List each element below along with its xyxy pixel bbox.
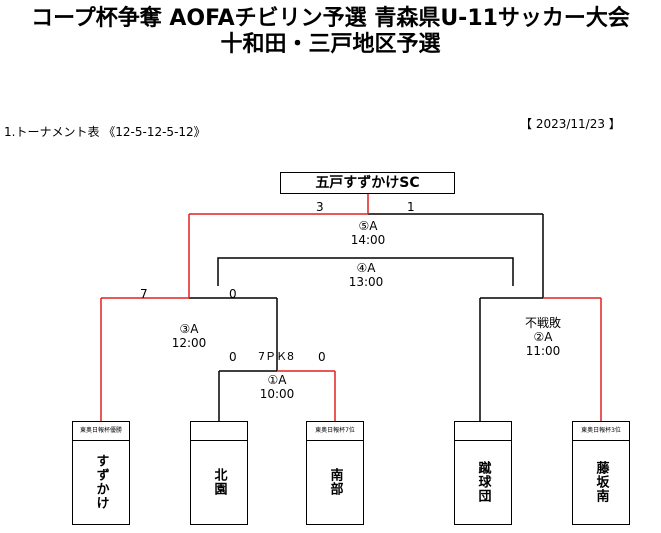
m1-score-left: 0 (229, 350, 237, 364)
m3-time: 12:00 (171, 336, 207, 350)
m1-score-right: 0 (318, 350, 326, 364)
team-name: 北園 (211, 468, 227, 496)
team-box-fujisakaminami: 東奥日報杯3位 藤坂南 (572, 421, 630, 525)
team-box-nanbu: 東奥日報杯7位 南部 (306, 421, 364, 525)
team-name: 蹴球団 (475, 461, 491, 503)
m5-score-right: 1 (407, 200, 415, 214)
m1-time: 10:00 (259, 387, 295, 401)
m1-pk: 7ＰＫ8 (258, 350, 294, 363)
champion-box: 五戸すずかけSC (280, 172, 455, 194)
team-tag: 東奥日報杯3位 (573, 422, 629, 441)
section-label: 1.トーナメント表 《12-5-12-5-12》 (4, 125, 206, 139)
team-tag (191, 422, 247, 441)
page-subtitle: 十和田・三戸地区予選 (220, 32, 441, 57)
m3-score-left: 7 (140, 287, 148, 301)
team-box-kitazono: 北園 (190, 421, 248, 525)
team-box-shukyudan: 蹴球団 (454, 421, 512, 525)
team-tag: 東奥日報杯7位 (307, 422, 363, 441)
m2-label: ②A (533, 330, 553, 344)
m2-note: 不戦敗 (524, 316, 562, 330)
team-name: すずかけ (93, 454, 109, 510)
m5-score-left: 3 (316, 200, 324, 214)
team-box-suzukake: 東奥日報杯優勝 すずかけ (72, 421, 130, 525)
team-name: 南部 (327, 468, 343, 496)
m3-score-right: 0 (229, 287, 237, 301)
page-title: コープ杯争奪 AOFAチビリン予選 青森県U-11サッカー大会 (31, 6, 630, 31)
date-label: 【 2023/11/23 】 (520, 117, 621, 131)
m5-label: ⑤A (358, 219, 378, 233)
team-name: 藤坂南 (593, 461, 609, 503)
m1-label: ①A (267, 373, 287, 387)
m2-time: 11:00 (525, 344, 561, 358)
team-tag (455, 422, 511, 441)
m5-time: 14:00 (350, 233, 386, 247)
line-m4 (217, 257, 514, 286)
m4-label: ④A (356, 261, 376, 275)
team-tag: 東奥日報杯優勝 (73, 422, 129, 441)
m3-label: ③A (179, 322, 199, 336)
m4-time: 13:00 (348, 275, 384, 289)
